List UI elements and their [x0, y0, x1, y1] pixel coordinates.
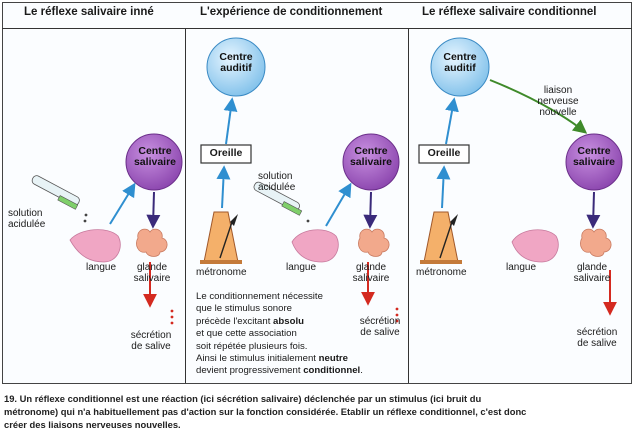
arrow-langue-to-centre-1 [109, 182, 136, 225]
centre-salivaire-label-1: Centre salivaire [133, 145, 177, 168]
metronome-icon-3 [420, 211, 462, 264]
note-line-5: soit répétée plusieurs fois. [196, 340, 308, 352]
arrow-centre-to-glande-1 [146, 191, 161, 229]
oreille-label-2: Oreille [209, 147, 243, 159]
caption-line-3: créer des liaisons nerveuses nouvelles. [4, 419, 181, 430]
pipette-icon-1 [31, 175, 88, 223]
centre-salivaire-label-3: Centre salivaire [572, 145, 616, 168]
glande-salivaire-label-1: glande salivaire [133, 262, 171, 284]
arrow-oreille-to-auditif-2 [223, 97, 238, 145]
diagram-frame [2, 2, 632, 384]
langue-shape-3 [511, 229, 559, 263]
arrow-centre-to-glande-2 [363, 191, 378, 229]
centre-auditif-node-2 [206, 37, 266, 97]
glande-shape-3 [580, 228, 612, 257]
langue-label-2: langue [286, 262, 317, 273]
centre-auditif-label-2: Centre auditif [219, 51, 253, 74]
metronome-icon-2 [200, 211, 242, 264]
note-line-6: Ainsi le stimulus initialement neutre [196, 353, 348, 365]
arrow-metronome-to-oreille-3 [436, 165, 451, 209]
glande-salivaire-label-2: glande salivaire [352, 262, 390, 284]
arrow-liaison-nouvelle-3 [489, 79, 588, 134]
arrow-langue-to-centre-2 [325, 182, 352, 227]
note-line-7: devient progressivement conditionnel. [196, 365, 363, 377]
salive-drops-2 [395, 307, 399, 323]
oreille-box-2 [200, 144, 252, 164]
centre-auditif-label-3: Centre auditif [443, 51, 477, 74]
panel-title-inne: Le réflexe salivaire inné [24, 6, 154, 18]
langue-label-3: langue [506, 262, 537, 273]
note-line-4: et que cette association [196, 328, 297, 340]
arrow-centre-to-glande-3 [586, 191, 601, 229]
glande-shape-2 [358, 228, 390, 257]
glande-shape-1 [136, 228, 168, 257]
note-line-3: précède l'excitant absolu [196, 315, 304, 327]
centre-salivaire-label-2: Centre salivaire [349, 145, 393, 168]
solution-acidulee-label-1: solution acidulée [8, 208, 46, 230]
glande-salivaire-label-3: glande salivaire [573, 262, 611, 284]
panel-divider-1 [185, 28, 186, 383]
langue-shape-2 [291, 229, 339, 263]
solution-acidulee-label-2: solution acidulée [258, 171, 296, 193]
caption-line-2: métronome) qui n'a habituellement pas d'… [4, 406, 527, 417]
centre-salivaire-node-1 [125, 133, 183, 191]
langue-shape-1 [69, 229, 121, 263]
metronome-label-2: métronome [196, 267, 247, 278]
langue-label-1: langue [86, 262, 117, 273]
conditionnement-note: Le conditionnement nécessite que le stim… [196, 291, 416, 378]
liaison-nouvelle-label-3: liaison nerveuse nouvelle [537, 85, 579, 118]
metronome-label-3: métronome [416, 267, 467, 278]
panel-title-experience: L'expérience de conditionnement [200, 6, 383, 18]
centre-salivaire-node-3 [565, 133, 623, 191]
secretion-label-2: sécrétion de salive [359, 316, 401, 338]
secretion-label-1: sécrétion de salive [130, 330, 172, 352]
caption-line-1: 19. Un réflexe conditionnel est une réac… [4, 393, 482, 404]
panel-title-conditionnel: Le réflexe salivaire conditionnel [422, 6, 597, 18]
centre-salivaire-node-2 [342, 133, 400, 191]
header-separator [2, 28, 632, 29]
secretion-label-3: sécrétion de salive [576, 327, 618, 349]
arrow-metronome-to-oreille-2 [216, 165, 231, 209]
arrow-oreille-to-auditif-3 [445, 97, 459, 145]
oreille-box-3 [418, 144, 470, 164]
oreille-label-3: Oreille [427, 147, 461, 159]
salive-drops-1 [170, 309, 174, 325]
figure-caption: 19. Un réflexe conditionnel est une réac… [4, 392, 632, 431]
centre-auditif-node-3 [430, 37, 490, 97]
note-line-2: que le stimulus sonore [196, 303, 292, 315]
note-line-1: Le conditionnement nécessite [196, 291, 323, 302]
panel-divider-2 [408, 28, 409, 383]
pipette-icon-2 [253, 181, 310, 223]
